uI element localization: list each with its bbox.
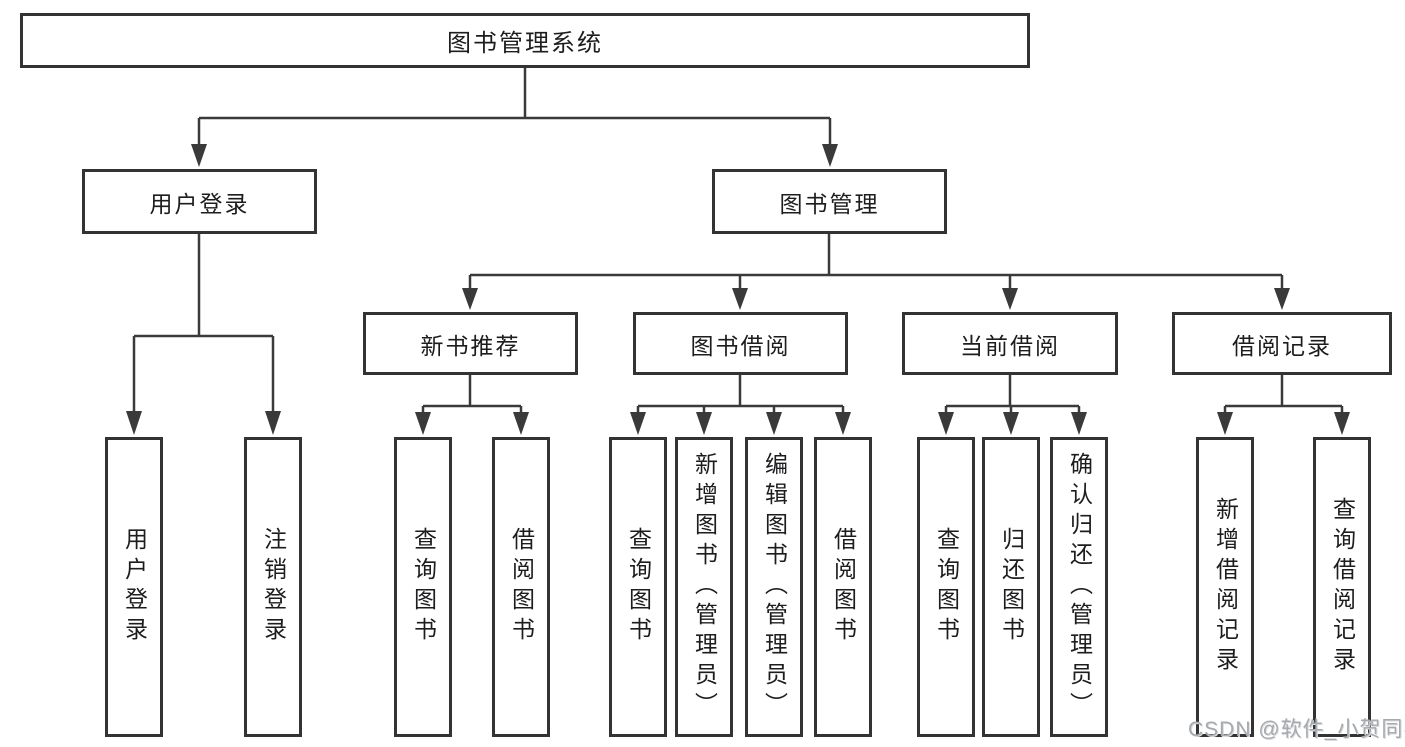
leaf-return-books: 归还图书 [982, 437, 1040, 737]
node-book-borrow-label: 图书借阅 [690, 332, 791, 359]
leaf-recommend-query-books-label: 查询图书 [410, 527, 437, 647]
leaf-return-books-label: 归还图书 [998, 527, 1025, 647]
leaf-query-borrow-record-label: 查询借阅记录 [1329, 497, 1356, 677]
leaf-add-books-admin-label: 新增图书（管理员） [691, 452, 718, 722]
leaf-current-query-books-label: 查询图书 [933, 527, 960, 647]
leaf-borrow-query-books-label: 查询图书 [625, 527, 652, 647]
connector-borrow-records-children [1223, 375, 1344, 413]
node-current-borrow: 当前借阅 [902, 312, 1118, 375]
node-root-system: 图书管理系统 [20, 13, 1030, 68]
leaf-edit-books-admin-label: 编辑图书（管理员） [761, 452, 788, 722]
node-user-login-label: 用户登录 [149, 190, 250, 217]
leaf-edit-books-admin: 编辑图书（管理员） [745, 437, 803, 737]
csdn-watermark: CSDN @软件_小贺同学 [1188, 718, 1405, 741]
node-borrow-records: 借阅记录 [1172, 312, 1392, 375]
leaf-add-books-admin: 新增图书（管理员） [675, 437, 733, 737]
connector-current-borrow-children [944, 375, 1081, 413]
leaf-logout: 注销登录 [244, 437, 302, 737]
leaf-recommend-borrow-books: 借阅图书 [492, 437, 550, 737]
connector-user-login-children [132, 234, 275, 412]
node-user-login: 用户登录 [82, 169, 317, 234]
leaf-recommend-borrow-books-label: 借阅图书 [508, 527, 535, 647]
leaf-add-borrow-record-label: 新增借阅记录 [1212, 497, 1239, 677]
leaf-add-borrow-record: 新增借阅记录 [1196, 437, 1254, 737]
node-borrow-records-label: 借阅记录 [1232, 332, 1332, 359]
node-new-book-recommend-label: 新书推荐 [420, 332, 521, 359]
leaf-recommend-query-books: 查询图书 [394, 437, 452, 737]
connector-root-to-level2 [197, 68, 832, 146]
leaf-user-login-label: 用户登录 [121, 527, 148, 647]
leaf-confirm-return-admin-label: 确认归还（管理员） [1066, 452, 1093, 722]
node-book-management: 图书管理 [712, 169, 947, 234]
leaf-borrow-books-label: 借阅图书 [830, 527, 857, 647]
node-new-book-recommend: 新书推荐 [363, 312, 578, 375]
node-book-borrow: 图书借阅 [633, 312, 848, 375]
node-current-borrow-label: 当前借阅 [960, 332, 1060, 359]
node-book-management-label: 图书管理 [779, 190, 880, 217]
leaf-logout-label: 注销登录 [260, 527, 287, 647]
leaf-current-query-books: 查询图书 [917, 437, 975, 737]
node-root-label: 图书管理系统 [447, 30, 603, 57]
leaf-borrow-books: 借阅图书 [814, 437, 872, 737]
leaf-user-login: 用户登录 [105, 437, 163, 737]
connector-new-book-recommend-children [421, 375, 523, 413]
connector-book-borrow-children [636, 375, 845, 413]
connector-book-management-children [468, 234, 1284, 290]
leaf-borrow-query-books: 查询图书 [609, 437, 667, 737]
leaf-query-borrow-record: 查询借阅记录 [1313, 437, 1371, 737]
arrowheads [126, 144, 1350, 435]
leaf-confirm-return-admin: 确认归还（管理员） [1050, 437, 1108, 737]
